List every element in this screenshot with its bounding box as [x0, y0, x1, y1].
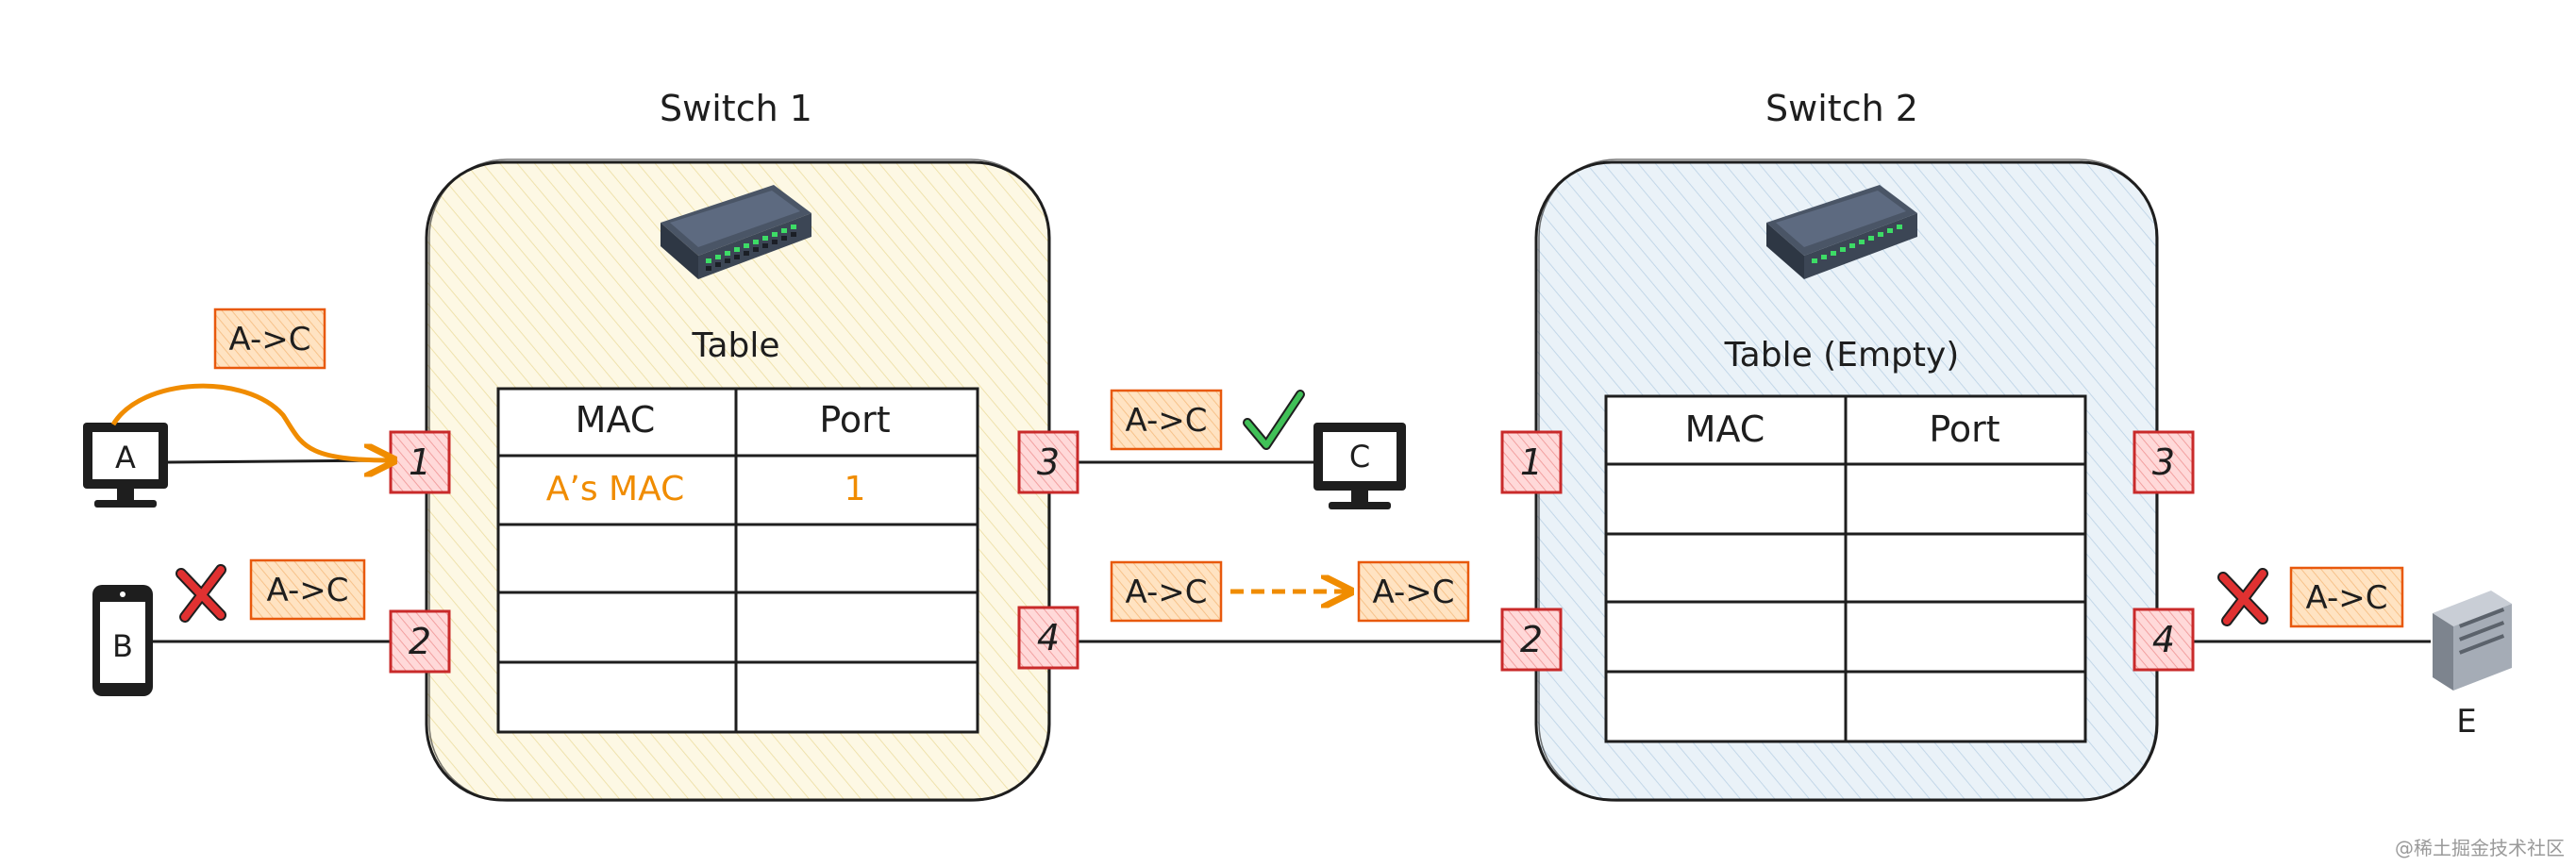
links	[153, 458, 2431, 643]
switch-2-port-3: 3	[2133, 430, 2195, 494]
network-switch-icon	[661, 185, 811, 279]
switch-1: Table MAC Port A’s MAC 1	[425, 158, 1051, 802]
svg-text:1: 1	[409, 441, 431, 483]
device-b: B	[92, 585, 153, 696]
cross-icon	[176, 564, 226, 623]
cross-icon	[2217, 568, 2268, 626]
svg-text:3: 3	[1037, 441, 1060, 483]
device-c-label: C	[1349, 439, 1370, 475]
packet-dropped-at-b: A->C	[249, 558, 366, 621]
watermark: @稀土掘金技术社区	[2395, 837, 2565, 859]
svg-text:4: 4	[2152, 619, 2175, 660]
network-switch-icon	[1766, 185, 1917, 279]
svg-text:A->C: A->C	[1125, 402, 1207, 440]
switch-2-port-4: 4	[2133, 608, 2195, 672]
device-e-label: E	[2456, 703, 2476, 741]
device-a: A	[83, 423, 168, 508]
switch-2-col-mac: MAC	[1685, 408, 1765, 450]
switch-2-col-port: Port	[1929, 408, 1999, 450]
svg-text:A->C: A->C	[1372, 574, 1454, 611]
switch-2-title: Switch 2	[1765, 88, 1918, 129]
switch-2-mac-table	[1604, 394, 2087, 743]
switch-1-col-mac: MAC	[576, 399, 656, 441]
packet-delivered-to-c: A->C	[1110, 389, 1223, 451]
svg-text:A->C: A->C	[228, 321, 310, 358]
packet-dropped-at-e: A->C	[2289, 566, 2404, 628]
switch-1-row-1-port: 1	[845, 470, 866, 508]
switch-1-port-2: 2	[389, 609, 451, 674]
switch-1-port-4: 4	[1017, 606, 1079, 670]
switch-2-table-title: Table (Empty)	[1724, 336, 1960, 375]
packet-a-origin: A->C	[213, 308, 326, 370]
svg-text:4: 4	[1037, 617, 1060, 658]
svg-text:2: 2	[1520, 619, 1543, 660]
switch-1-table-title: Table	[691, 326, 779, 365]
switch-2-port-1: 1	[1500, 430, 1563, 494]
switch-1-ports: 1 2 3 4	[389, 430, 1079, 674]
switch-1-mac-table	[496, 387, 979, 734]
packet-out-port-4: A->C	[1110, 560, 1223, 623]
server-icon	[2433, 591, 2512, 691]
switch-1-col-port: Port	[819, 399, 890, 441]
svg-text:A->C: A->C	[2305, 579, 2387, 617]
switch-2: Table (Empty) MAC Port	[1534, 158, 2159, 802]
monitor-icon	[1313, 423, 1406, 509]
device-a-label: A	[115, 440, 136, 475]
check-icon	[1243, 390, 1305, 450]
switch-1-title: Switch 1	[660, 88, 812, 129]
flow-a-to-port-1	[110, 383, 391, 460]
device-e: E	[2433, 591, 2512, 741]
svg-text:2: 2	[409, 621, 431, 662]
svg-text:3: 3	[2152, 441, 2175, 483]
phone-icon	[92, 585, 153, 696]
switch-1-row-1-mac: A’s MAC	[546, 470, 684, 508]
svg-text:A->C: A->C	[1125, 574, 1207, 611]
svg-text:A->C: A->C	[266, 572, 348, 609]
monitor-icon	[83, 423, 168, 508]
switch-1-port-3: 3	[1017, 430, 1079, 494]
device-c: C	[1313, 423, 1406, 509]
svg-text:1: 1	[1520, 441, 1543, 483]
device-b-label: B	[112, 628, 133, 664]
switch-2-port-2: 2	[1500, 608, 1563, 672]
packet-arriving-switch-2: A->C	[1357, 560, 1470, 623]
switch-1-port-1: 1	[389, 430, 451, 494]
switch-2-ports: 1 2 3 4	[1500, 430, 2195, 672]
